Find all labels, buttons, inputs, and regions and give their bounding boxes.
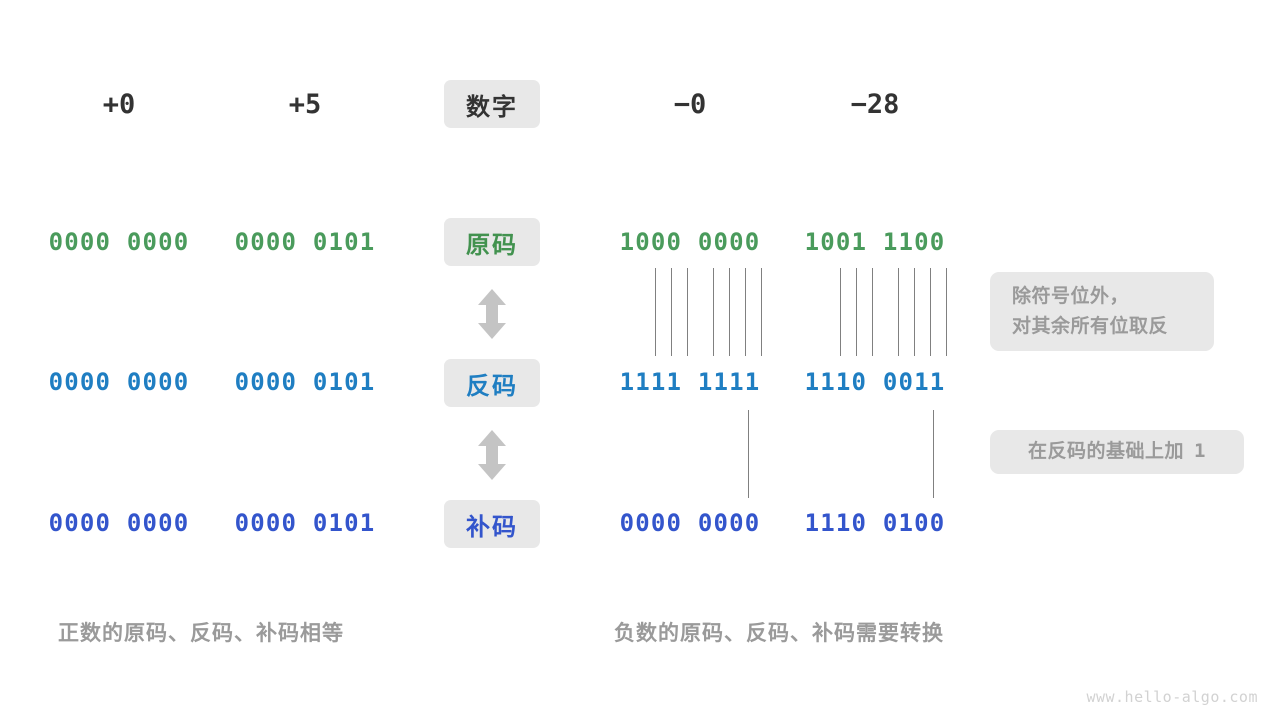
bit-connector-minus-zero-2 xyxy=(671,268,672,356)
sign-magnitude-plus-five-bits: 0000 0101 xyxy=(234,228,376,256)
ones-complement-plus-five-bits: 0000 0101 xyxy=(234,368,376,396)
bit-connector-minus-zero-5 xyxy=(729,268,730,356)
site-watermark: www.hello-algo.com xyxy=(1086,688,1258,706)
bit-connector-minus-zero-7 xyxy=(761,268,762,356)
header-value-minus-twentyeight: −28 xyxy=(850,88,900,120)
caption-positive-numbers: 正数的原码、反码、补码相等 xyxy=(58,622,344,645)
row-label-chip-sign-magnitude: 原码 xyxy=(444,218,540,266)
note-add-one-text: 在反码的基础上加 xyxy=(1028,441,1185,463)
bit-connector-minus-28-2 xyxy=(856,268,857,356)
ones-complement-minus-twentyeight-bits: 1110 0011 xyxy=(804,368,946,396)
carry-connector-minus-28 xyxy=(933,410,934,498)
bit-connector-minus-28-4 xyxy=(898,268,899,356)
header-row-label-chip: 数字 xyxy=(444,80,540,128)
twos-complement-plus-five-bits: 0000 0101 xyxy=(234,509,376,537)
bit-connector-minus-28-3 xyxy=(872,268,873,356)
sign-magnitude-plus-zero-bits: 0000 0000 xyxy=(48,228,190,256)
twos-complement-minus-zero-bits: 0000 0000 xyxy=(619,509,761,537)
bit-connector-minus-zero-6 xyxy=(745,268,746,356)
bit-connector-minus-28-1 xyxy=(840,268,841,356)
note-invert-bits: 除符号位外， 对其余所有位取反 xyxy=(990,272,1214,351)
header-value-minus-zero: −0 xyxy=(673,88,707,120)
header-value-plus-zero: +0 xyxy=(102,88,136,120)
carry-connector-minus-zero xyxy=(748,410,749,498)
ones-complement-minus-zero-bits: 1111 1111 xyxy=(619,368,761,396)
note-invert-bits-line1: 除符号位外， xyxy=(1012,286,1130,308)
arrow-ones-complement-to-twos-complement xyxy=(475,429,509,481)
bit-connector-minus-28-5 xyxy=(914,268,915,356)
row-label-chip-twos-complement: 补码 xyxy=(444,500,540,548)
twos-complement-plus-zero-bits: 0000 0000 xyxy=(48,509,190,537)
bit-connector-minus-zero-3 xyxy=(687,268,688,356)
ones-complement-plus-zero-bits: 0000 0000 xyxy=(48,368,190,396)
bit-connector-minus-28-6 xyxy=(930,268,931,356)
sign-magnitude-minus-zero-bits: 1000 0000 xyxy=(619,228,761,256)
bit-connector-minus-zero-1 xyxy=(655,268,656,356)
sign-magnitude-minus-twentyeight-bits: 1001 1100 xyxy=(804,228,946,256)
caption-negative-numbers: 负数的原码、反码、补码需要转换 xyxy=(614,622,944,645)
header-value-plus-five: +5 xyxy=(288,88,322,120)
note-add-one: 在反码的基础上加 1 xyxy=(990,430,1244,474)
bit-connector-minus-28-7 xyxy=(946,268,947,356)
note-add-one-value: 1 xyxy=(1194,440,1206,463)
arrow-sign-magnitude-to-ones-complement xyxy=(475,288,509,340)
bit-connector-minus-zero-4 xyxy=(713,268,714,356)
note-invert-bits-line2: 对其余所有位取反 xyxy=(1012,315,1169,337)
row-label-chip-ones-complement: 反码 xyxy=(444,359,540,407)
twos-complement-minus-twentyeight-bits: 1110 0100 xyxy=(804,509,946,537)
